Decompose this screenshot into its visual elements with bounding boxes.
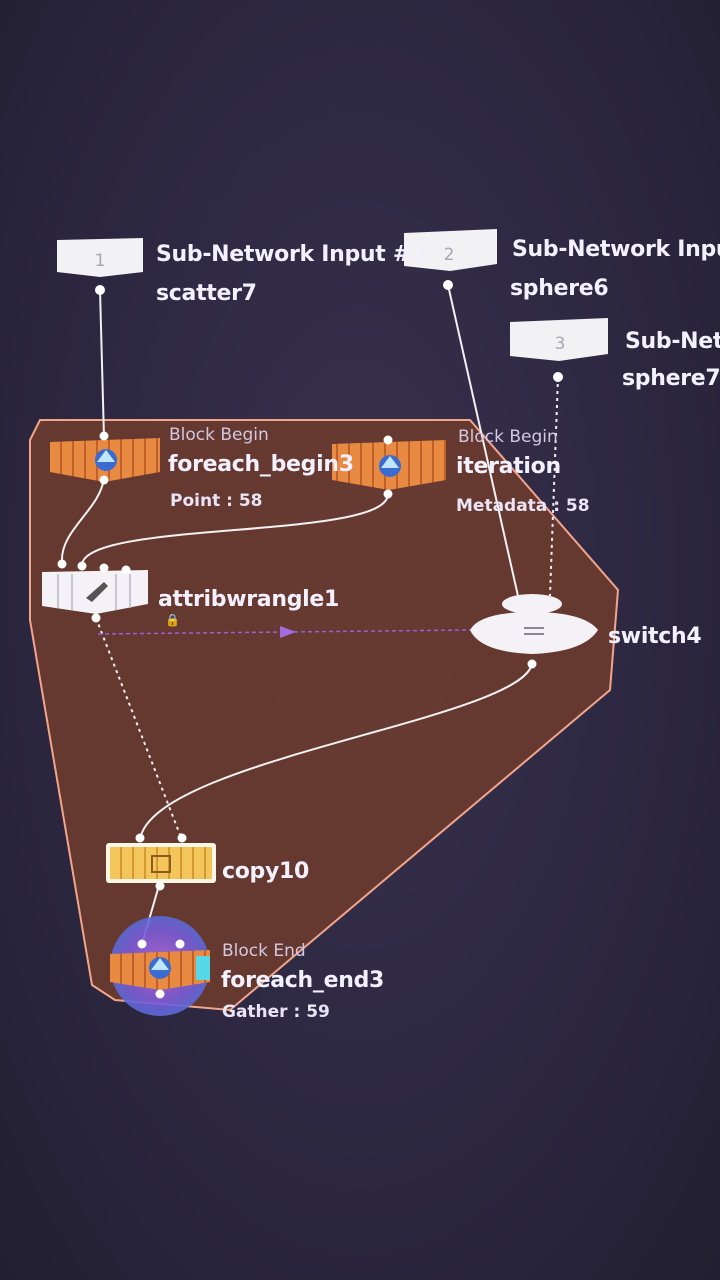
wrangle-icon <box>86 582 108 602</box>
input3-title: Sub-Net <box>625 329 720 354</box>
foreach-begin-category: Block Begin <box>169 425 269 445</box>
switch-icon <box>524 627 544 635</box>
dependency-wire <box>97 626 471 638</box>
subnet-input-2-node[interactable]: 2 <box>404 229 497 290</box>
iteration-node[interactable] <box>332 435 446 499</box>
input3-name: sphere7 <box>622 366 720 391</box>
iteration-category: Block Begin <box>458 427 558 447</box>
foreach-begin-info: Point : 58 <box>170 491 263 511</box>
input1-title: Sub-Network Input #1 <box>156 242 426 267</box>
input2-name: sphere6 <box>510 276 609 301</box>
foreach-end-node[interactable] <box>110 916 210 1016</box>
subnet-input-3-node[interactable]: 3 <box>510 318 608 382</box>
wire-wrangle-to-copy <box>95 617 183 841</box>
iteration-name: iteration <box>456 454 561 479</box>
wires <box>60 284 559 945</box>
switch-name: switch4 <box>608 624 702 649</box>
input1-name: scatter7 <box>156 281 257 306</box>
subnet-input-1-node[interactable]: 1 <box>57 238 143 295</box>
wire-switch-to-copy <box>139 663 533 841</box>
copy-name: copy10 <box>222 859 310 884</box>
foreach-end-name: foreach_end3 <box>221 968 385 993</box>
attribwrangle-node[interactable] <box>42 559 148 623</box>
attribwrangle-name: attribwrangle1 <box>158 587 340 612</box>
wire-input3-to-switch <box>549 376 559 597</box>
copy-icon <box>151 855 171 873</box>
foreach-end-category: Block End <box>222 941 306 961</box>
wire-foreach-begin-to-wrangle <box>60 477 105 563</box>
wire-iteration-to-wrangle <box>81 493 389 565</box>
lock-icon: 🔒 <box>165 613 180 627</box>
foreach-begin-name: foreach_begin3 <box>168 452 354 477</box>
input-index: 1 <box>95 251 106 271</box>
iteration-info: Metadata : 58 <box>456 496 590 516</box>
foreach-begin-node[interactable] <box>50 431 160 485</box>
copy-node[interactable] <box>106 833 216 891</box>
wire-input1-to-foreach-begin <box>99 289 105 439</box>
input-index: 2 <box>444 245 455 265</box>
input2-title: Sub-Network Inpu <box>512 237 720 262</box>
foreach-end-info: Gather : 59 <box>222 1002 330 1022</box>
wire-input2-to-switch <box>447 284 519 597</box>
input-index: 3 <box>555 334 566 354</box>
switch-node[interactable] <box>470 594 598 669</box>
